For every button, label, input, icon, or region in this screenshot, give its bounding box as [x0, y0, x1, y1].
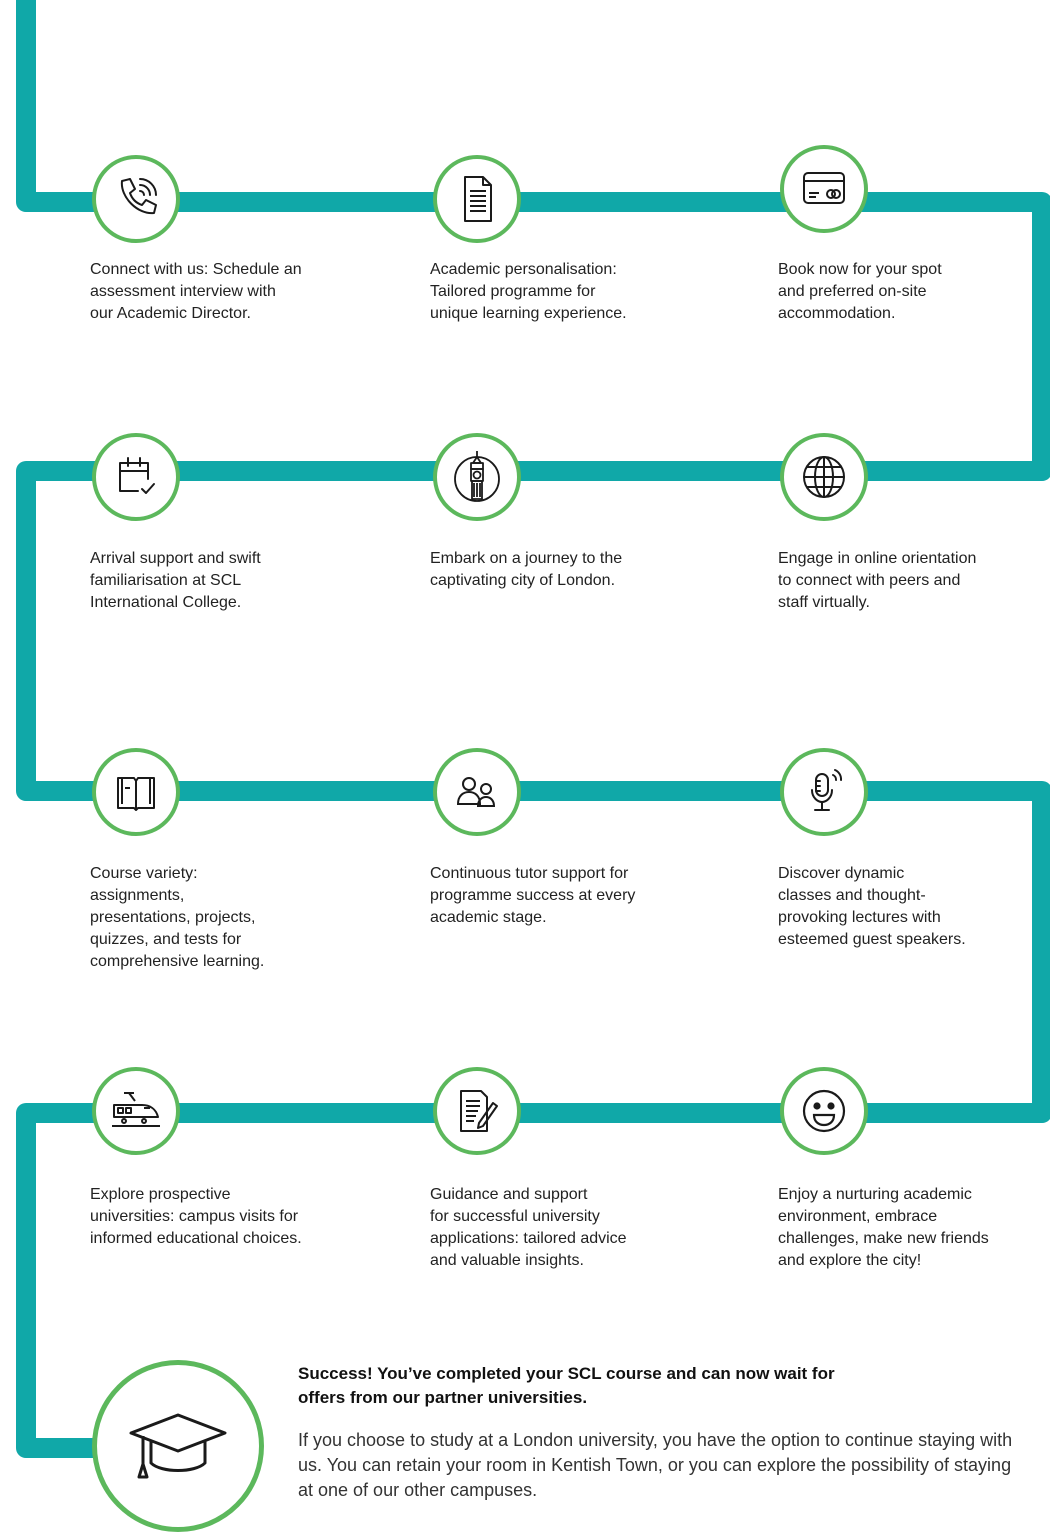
step-10-text: Enjoy a nurturing academic environment, …: [778, 1186, 989, 1269]
success-heading: Success! You’ve completed your SCL cours…: [298, 1364, 835, 1407]
step-9-text: Discover dynamic classes and thought- pr…: [778, 865, 966, 948]
credit-card-icon: [803, 172, 845, 204]
step-2-node: [433, 155, 521, 243]
step-7-node: [92, 748, 180, 836]
open-book-icon: [117, 777, 155, 811]
big-ben-icon: [454, 451, 500, 502]
step-5-node: [433, 433, 521, 521]
step-10-node: [780, 1067, 868, 1155]
document-icon: [464, 176, 492, 222]
step-4-text: Engage in online orientation to connect …: [778, 550, 977, 611]
step-11-text: Guidance and support for successful univ…: [430, 1186, 627, 1269]
calendar-check-icon: [119, 457, 155, 494]
step-3-node: [780, 145, 868, 233]
phone-icon: [120, 178, 157, 215]
step-2-text: Academic personalisation: Tailored progr…: [430, 261, 627, 322]
step-7-text: Course variety: assignments, presentatio…: [90, 865, 265, 970]
train-icon: [112, 1092, 160, 1127]
step-1-node: [92, 155, 180, 243]
step-6-text: Arrival support and swift familiarisatio…: [90, 550, 261, 611]
globe-icon: [803, 456, 845, 498]
step-1-text: Connect with us: Schedule an assessment …: [90, 261, 302, 322]
graduation-cap-icon: [129, 1413, 227, 1479]
microphone-icon: [811, 769, 843, 811]
step-8-text: Continuous tutor support for programme s…: [430, 865, 636, 926]
pen-document-icon: [460, 1090, 498, 1132]
success-body: If you choose to study at a London unive…: [298, 1430, 1013, 1500]
step-4-node: [780, 433, 868, 521]
final-node: [92, 1360, 264, 1532]
step-12-text: Explore prospective universities: campus…: [90, 1186, 302, 1247]
step-11-node: [433, 1067, 521, 1155]
step-3-text: Book now for your spot and preferred on-…: [778, 261, 942, 322]
step-12-node: [92, 1067, 180, 1155]
step-8-node: [433, 748, 521, 836]
people-icon: [456, 777, 496, 807]
smiley-icon: [802, 1089, 846, 1133]
step-5-text: Embark on a journey to the captivating c…: [430, 550, 623, 589]
step-9-node: [780, 748, 868, 836]
step-6-node: [92, 433, 180, 521]
